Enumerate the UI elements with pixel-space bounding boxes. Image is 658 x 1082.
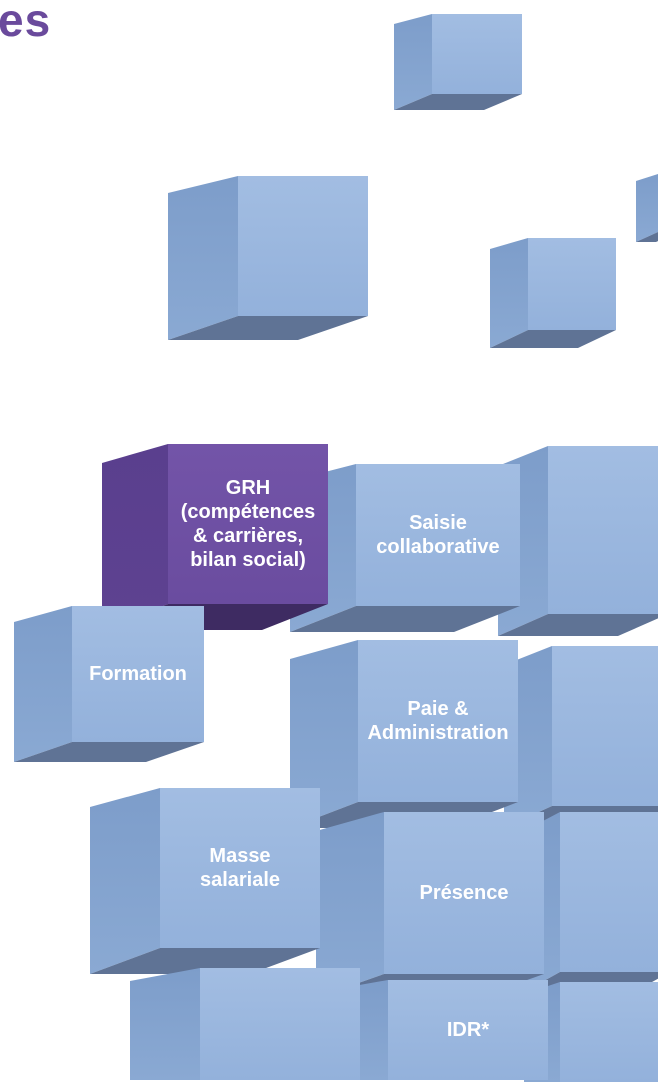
module-label-idr: IDR* xyxy=(446,1019,490,1041)
module-label-saisie: Saisie collaborative xyxy=(376,512,500,558)
cube-blank xyxy=(504,646,658,828)
cube-front-face-masse: Masse salariale xyxy=(160,788,320,948)
cube-front-face xyxy=(528,238,616,330)
cube-paie: Paie & Administration xyxy=(290,640,518,828)
cube-front-face-saisie: Saisie collaborative xyxy=(356,464,520,606)
cube-front-face xyxy=(560,812,658,972)
cube-blank xyxy=(168,176,368,340)
cube-side-face xyxy=(636,174,658,242)
cube-front-face-paie: Paie & Administration xyxy=(358,640,518,802)
cube-front-face-grh: GRH (compétences & carrières, bilan soci… xyxy=(168,444,328,604)
cube-masse: Masse salariale xyxy=(90,788,320,974)
cube-front-face-formation: Formation xyxy=(72,606,204,742)
cube-front-face xyxy=(552,646,658,806)
module-label-paie: Paie & Administration xyxy=(367,698,509,744)
cube-blank xyxy=(498,446,658,636)
module-label-masse: Masse salariale xyxy=(199,845,281,891)
cube-blank xyxy=(524,812,658,992)
heading-fragment: es xyxy=(0,0,52,46)
cube-blank xyxy=(490,238,616,348)
module-label-grh: GRH (compétences & carrières, bilan soci… xyxy=(180,477,316,571)
cube-bottom-face xyxy=(394,94,522,110)
cube-front-face xyxy=(238,176,368,316)
cube-bottom-face xyxy=(498,614,658,636)
cube-front-face xyxy=(560,982,658,1082)
module-label-presence: Présence xyxy=(419,882,509,904)
cube-side-face xyxy=(90,788,160,974)
cube-side-face xyxy=(394,14,432,110)
cube-side-face xyxy=(14,606,72,762)
cube-front-face xyxy=(200,968,360,1080)
cube-front-face-idr: IDR* xyxy=(388,980,548,1080)
cube-blank xyxy=(130,968,360,1080)
cube-formation: Formation xyxy=(14,606,204,762)
cube-front-face xyxy=(548,446,658,614)
cube-grh: GRH (compétences & carrières, bilan soci… xyxy=(102,444,328,630)
module-label-formation: Formation xyxy=(89,663,187,685)
cube-front-face-presence: Présence xyxy=(384,812,544,974)
cube-side-face xyxy=(316,812,384,998)
cube-front-face xyxy=(432,14,522,94)
cube-bottom-face xyxy=(636,232,658,242)
cube-blank xyxy=(394,14,522,110)
cube-side-face xyxy=(102,444,168,630)
cube-side-face xyxy=(490,238,528,348)
cube-side-face xyxy=(130,968,200,1080)
cube-bottom-face xyxy=(490,330,616,348)
cube-bottom-face xyxy=(14,742,204,762)
cube-blank xyxy=(636,174,658,242)
cube-side-face xyxy=(168,176,238,340)
